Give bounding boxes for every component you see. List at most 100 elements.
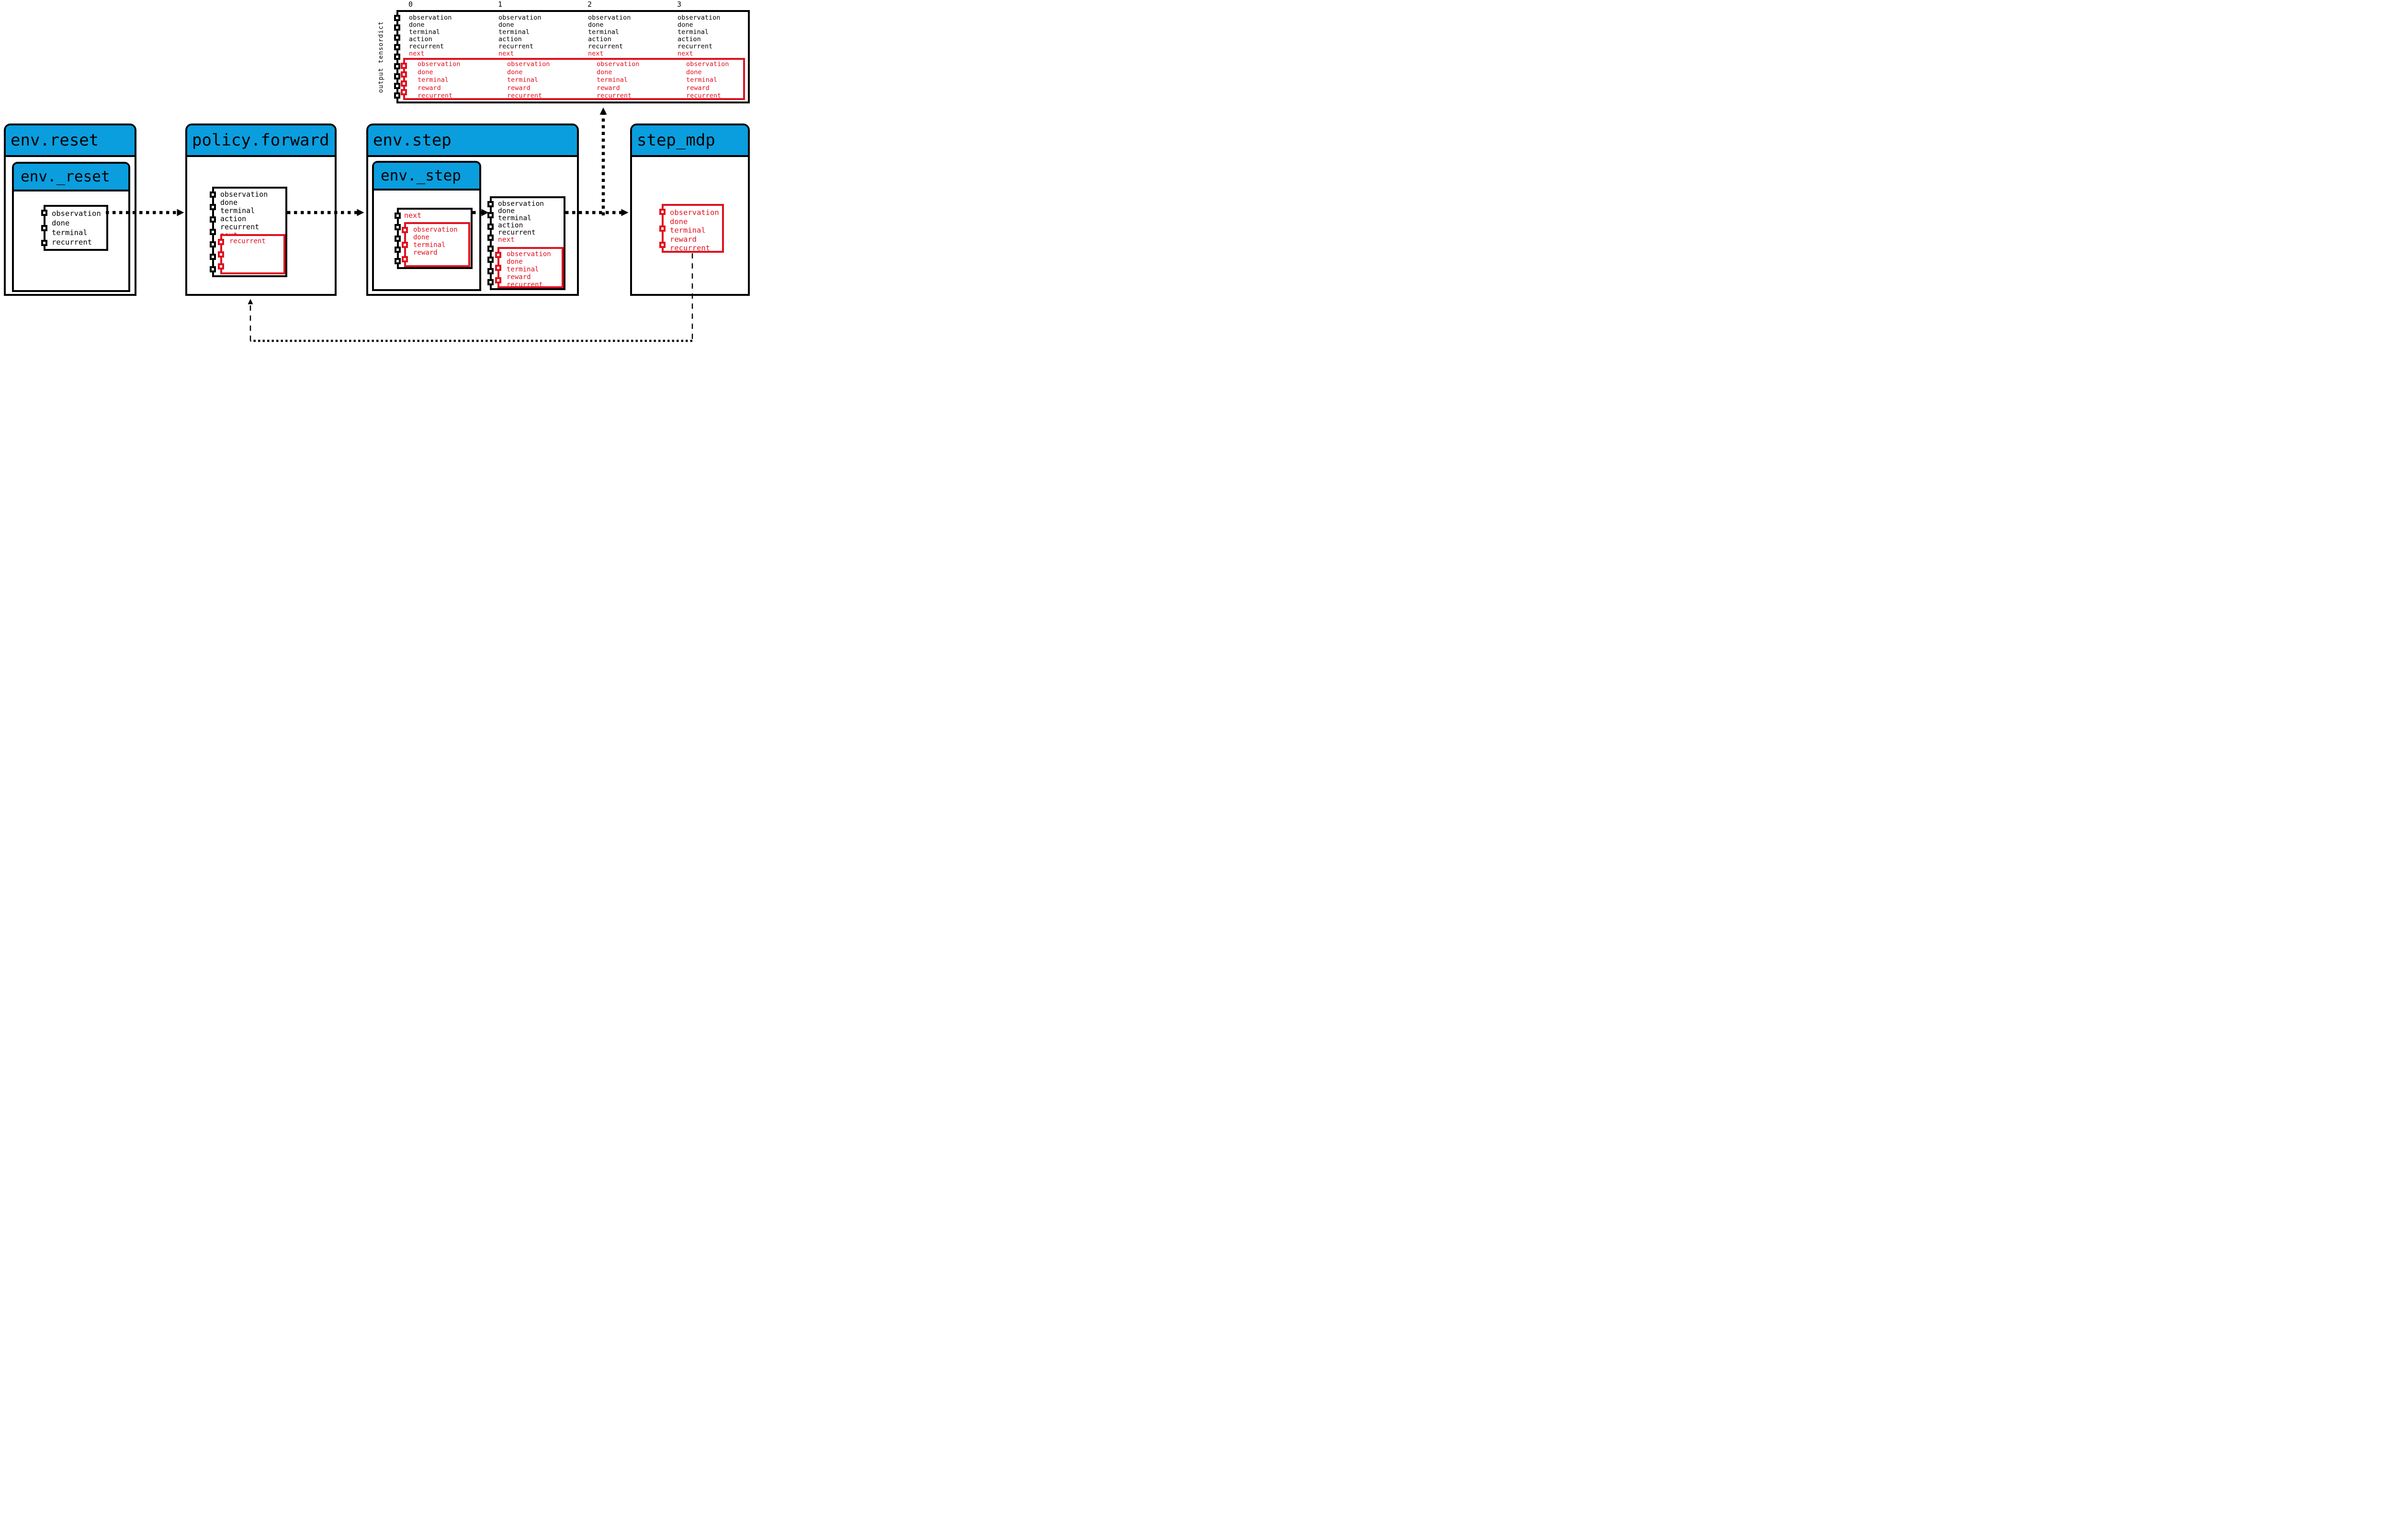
td-key: action — [220, 214, 247, 223]
td-key: recurrent — [686, 92, 722, 100]
td-key: recurrent — [498, 43, 534, 50]
env-reset-inner-header: env._reset — [14, 164, 128, 191]
policy-next-tensordict: recurrent — [218, 234, 285, 274]
env-step-inner-title: env._step — [381, 167, 461, 184]
next-key: next — [678, 50, 693, 57]
td-key: done — [670, 217, 688, 226]
td-key: done — [588, 21, 604, 29]
td-key: terminal — [498, 214, 531, 222]
td-key: action — [498, 35, 522, 43]
binding-square — [487, 268, 494, 274]
td-key: action — [678, 35, 701, 43]
binding-square — [394, 34, 400, 41]
output-column-header-2: 2 — [587, 0, 592, 9]
env-reset-title: env.reset — [11, 131, 99, 150]
td-key: reward — [413, 249, 438, 257]
td-key: recurrent — [507, 281, 543, 289]
td-key: terminal — [413, 241, 446, 249]
env-reset-inner-title: env._reset — [21, 168, 110, 185]
td-key: reward — [507, 273, 531, 281]
binding-square — [210, 266, 216, 272]
td-key: done — [507, 68, 523, 76]
td-key: done — [597, 68, 612, 76]
binding-square — [487, 279, 494, 285]
td-key: done — [413, 234, 429, 241]
output-tensordict-side-label-text: output tensordict — [377, 21, 385, 93]
binding-square — [394, 44, 400, 50]
td-key: action — [498, 222, 523, 229]
td-key: recurrent — [507, 92, 542, 100]
td-key: done — [498, 207, 515, 215]
td-key: terminal — [507, 76, 539, 84]
td-key: terminal — [418, 76, 449, 84]
next-key: next — [409, 50, 425, 57]
binding-square — [218, 263, 224, 270]
td-key: observation — [507, 250, 551, 258]
td-key: observation — [597, 60, 640, 68]
td-key: recurrent — [409, 43, 444, 50]
td-key: terminal — [588, 28, 620, 36]
binding-square — [401, 63, 407, 69]
binding-square — [395, 258, 401, 264]
env-reset-header: env.reset — [6, 125, 135, 157]
binding-square — [394, 24, 400, 31]
td-key: terminal — [686, 76, 718, 84]
env-step-header: env.step — [368, 125, 577, 157]
output-column-header-1: 1 — [498, 0, 503, 9]
td-key: terminal — [498, 28, 530, 36]
td-key: recurrent — [220, 223, 260, 231]
policy-forward-header: policy.forward — [187, 125, 335, 157]
td-key: observation — [678, 14, 721, 22]
td-key: done — [220, 198, 238, 207]
binding-square — [487, 257, 494, 263]
binding-square — [401, 89, 407, 95]
binding-square — [210, 241, 216, 247]
td-key: terminal — [409, 28, 440, 36]
next-key: next — [404, 211, 422, 220]
td-key: terminal — [220, 206, 255, 215]
next-key: next — [498, 50, 514, 57]
binding-square — [394, 15, 400, 21]
td-key: done — [418, 68, 433, 76]
td-key: reward — [686, 84, 710, 92]
td-key: terminal — [52, 228, 88, 237]
td-key: observation — [413, 226, 458, 234]
td-key: terminal — [597, 76, 628, 84]
policy-forward-title: policy.forward — [192, 131, 329, 150]
td-key: recurrent — [670, 244, 710, 252]
step-mdp-title: step_mdp — [637, 131, 715, 150]
td-key: observation — [418, 60, 461, 68]
td-key: observation — [507, 60, 550, 68]
td-key: recurrent — [597, 92, 632, 100]
td-key: done — [498, 21, 514, 29]
binding-square — [394, 54, 400, 60]
binding-square — [395, 224, 401, 230]
binding-square — [395, 235, 401, 242]
td-key: recurrent — [418, 92, 453, 100]
